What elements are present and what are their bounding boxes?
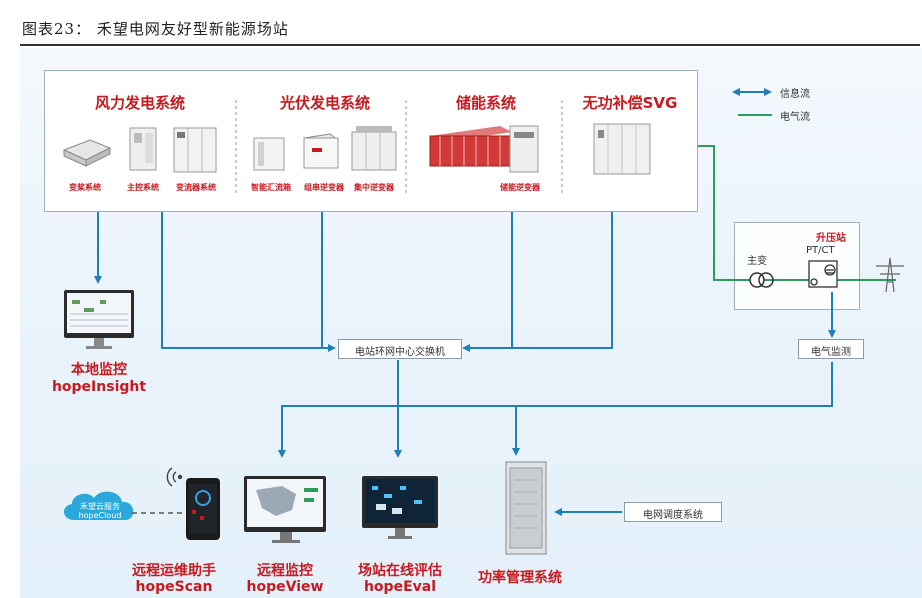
hopeeval-title: 场站在线评估 [358,563,442,579]
panel-separators [235,100,563,196]
hopescan-product: hopeScan [135,579,213,595]
panel-to-switch-lines [161,212,613,352]
svg-cabinet-device-icon [593,123,651,175]
hopeview-product: hopeView [246,579,324,595]
hopeview-screen-icon [244,476,326,543]
main-control-label: 主控系统 [127,183,159,192]
power-management-title: 功率管理系统 [478,570,562,586]
converter-device-icon [173,127,217,173]
string-inverter-label: 组串逆变器 [304,183,344,192]
hopeeval-product: hopeEval [363,579,437,595]
cloud-title: 禾望云服务 [80,502,120,511]
main-control-device-icon [129,127,157,171]
svg-system-title: 无功补偿SVG [582,94,678,112]
hopescan-title: 远程运维助手 [132,563,216,579]
main-transformer-label: 主变 [747,256,767,267]
substation-panel [734,222,860,310]
combiner-box-device-icon [253,137,285,171]
pitch-system-label: 变桨系统 [69,183,101,192]
combiner-box-label: 智能汇流箱 [251,183,291,192]
local-monitor-title: 本地监控 [71,362,127,378]
title-rule [20,44,920,46]
central-switch-box: 电站环网中心交换机 [338,339,462,359]
central-inverter-label: 集中逆变器 [354,183,394,192]
ptct-icon [808,260,838,288]
transmission-tower-icon [876,257,904,293]
storage-inverter-device-icon [509,125,539,173]
storage-container-device-icon [429,126,513,167]
pitch-system-device-icon [62,139,112,167]
hopeview-title: 远程监控 [257,563,313,579]
pv-system-title: 光伏发电系统 [279,94,370,112]
electric-monitor-box: 电气监测 [798,339,864,359]
cloud-icon [63,491,134,520]
power-flow-line [698,145,896,281]
hopeeval-screen-icon [362,476,438,539]
substation-title: 升压站 [816,233,846,244]
info-flow-legend-label: 信息流 [780,89,810,100]
wind-system-title: 风力发电系统 [94,94,185,112]
wireless-signal-icon [166,467,183,487]
cloud-product: hopeCloud [78,511,122,520]
ptct-label: PT/CT [806,245,835,256]
local-monitor-screen-icon [64,290,134,349]
grid-dispatch-box: 电网调度系统 [624,502,722,522]
power-flow-legend-label: 电气流 [780,112,810,123]
storage-inverter-label: 储能逆变器 [500,183,540,192]
transformer-icon [749,272,774,288]
switch-distribution-lines [278,360,833,458]
phone-icon [186,478,220,540]
local-monitor-product: hopeInsight [51,379,147,395]
converter-system-label: 变流器系统 [176,183,216,192]
storage-system-title: 储能系统 [455,94,516,112]
central-inverter-device-icon [351,126,397,171]
power-management-cabinet-icon [505,461,547,555]
string-inverter-device-icon [302,133,340,169]
figure-title: 图表23： 禾望电网友好型新能源场站 [22,20,289,38]
